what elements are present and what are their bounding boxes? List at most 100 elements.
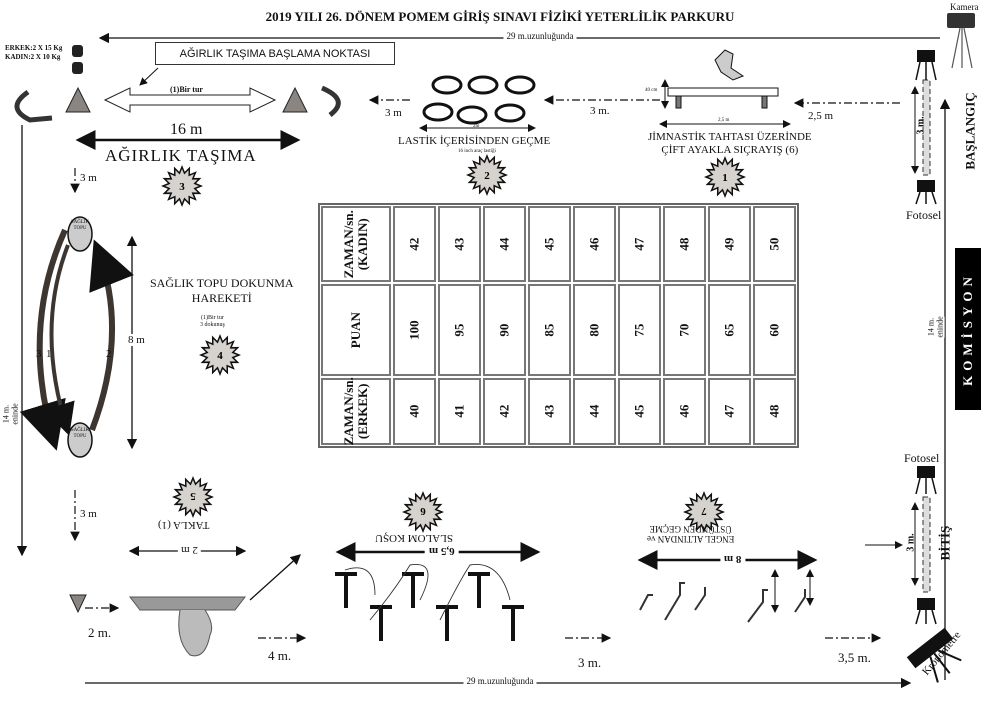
cell-value: 95	[451, 323, 467, 337]
station-number: 4	[217, 350, 223, 362]
cell-value: 75	[631, 323, 647, 337]
distance-label: 3 m.	[590, 105, 610, 117]
commission-label: KOMİSYON	[960, 272, 976, 386]
distance-label: 3 m	[385, 107, 402, 119]
camera-label: Kamera	[950, 2, 979, 12]
mat	[128, 596, 247, 611]
cone-left	[65, 86, 91, 113]
cell-value: 42	[496, 404, 512, 418]
table-cell: 42	[483, 378, 526, 445]
cell-value: 48	[676, 237, 692, 251]
obstacles	[639, 582, 806, 623]
station-7-badge: 7	[682, 490, 726, 534]
start-label: BAŞLANGIÇ	[962, 92, 978, 170]
page-title: 2019 YILI 26. DÖNEM POMEM GİRİŞ SINAVI F…	[265, 9, 735, 24]
photocell-icons	[915, 50, 937, 625]
cell-value: 80	[586, 323, 602, 337]
distance-label: 3 m	[80, 172, 97, 184]
table-cell: 70	[663, 284, 706, 376]
commission-box: KOMİSYON	[955, 248, 981, 410]
weight-women: KADIN:2 X 10 Kg	[5, 53, 61, 61]
station-number: 1	[722, 172, 728, 184]
station-4-note1: (1)Bir tur	[201, 315, 224, 321]
table-cell: 75	[618, 284, 661, 376]
medicine-ball-top	[67, 216, 93, 252]
bench-height: 40 cm	[645, 88, 658, 93]
cell-value: 43	[451, 237, 467, 251]
table-row-header: ZAMAN/sn. (ERKEK)	[321, 377, 391, 446]
slalom-posts	[335, 572, 524, 641]
cell-value: 41	[451, 404, 467, 418]
cell-value: 44	[586, 404, 602, 418]
table-cell: 100	[393, 284, 436, 376]
table-row-header: PUAN	[321, 284, 391, 376]
station-4-note2: 3 dokunuş	[200, 322, 225, 328]
cell-value: 47	[631, 237, 647, 251]
table-cell: 85	[528, 284, 571, 376]
table-cell: 46	[663, 378, 706, 445]
right-width-sub: eninde	[935, 316, 945, 338]
weight-carry-round: (1)Bir tur	[170, 85, 203, 94]
distance-label: 3 m	[80, 508, 97, 520]
table-cell: 47	[708, 378, 751, 445]
cell-value: 70	[676, 323, 692, 337]
touch-order-3: 3	[36, 348, 42, 360]
distance-16m: 16 m	[170, 121, 203, 138]
left-width-sub: eninde	[10, 403, 20, 425]
camera-icon	[947, 13, 975, 69]
cell-value: 49	[721, 237, 737, 251]
distance-label: 6,5 m	[425, 545, 459, 557]
table-cell: 45	[618, 378, 661, 445]
distance-8m: 8 m	[128, 334, 145, 346]
station-2-badge: 2	[465, 153, 509, 197]
cell-value: 48	[766, 404, 782, 418]
station-4-title: SAĞLIK TOPU DOKUNMA HAREKETİ	[150, 276, 294, 306]
finish-label: BİTİŞ	[937, 525, 953, 561]
table-row-header: ZAMAN/sn. (KADIN)	[321, 206, 391, 282]
table-cell: 50	[753, 206, 796, 282]
station-4-notes: (1)Bir tur 3 dokunuş	[200, 315, 225, 329]
table-cell: 80	[573, 284, 616, 376]
cell-value: 50	[766, 237, 782, 251]
row-header-label: ZAMAN/sn. (ERKEK)	[340, 377, 371, 446]
bench-length: 2,5 m	[718, 118, 730, 123]
table-cell: 60	[753, 284, 796, 376]
table-cell: 65	[708, 284, 751, 376]
medicine-ball-label-bottom: SAĞLIK TOPU	[70, 428, 90, 439]
cell-value: 43	[541, 404, 557, 418]
table-cell: 43	[438, 206, 481, 282]
station-3-title: AĞIRLIK TAŞIMA	[105, 146, 257, 165]
distance-label: 8 m	[720, 553, 746, 565]
station-2-title: LASTİK İÇERİSİNDEN GEÇME	[398, 135, 551, 147]
top-length-label: 29 m.uzunluğunda	[503, 31, 577, 41]
cell-value: 46	[586, 237, 602, 251]
cell-value: 40	[406, 404, 422, 418]
table-cell: 90	[483, 284, 526, 376]
station-7-title: ENGEL ALTINDAN ve ÜSTÜNDEN GEÇME	[647, 524, 734, 544]
station-number: 3	[179, 181, 185, 193]
cell-value: 44	[496, 237, 512, 251]
cell-value: 47	[721, 404, 737, 418]
station-4-title-line1: SAĞLIK TOPU DOKUNMA	[150, 276, 294, 290]
station-3-badge: 3	[160, 164, 204, 208]
distance-label: 3,5 m.	[838, 650, 871, 665]
cell-value: 65	[721, 323, 737, 337]
table-cell: 49	[708, 206, 751, 282]
photocell-label-bottom: Fotosel	[904, 451, 940, 465]
station-5-badge: 5	[171, 475, 215, 519]
left-width-value: 14 m.	[1, 404, 11, 424]
chronometer-icon	[906, 627, 962, 683]
table-cell: 44	[483, 206, 526, 282]
station-1-title-line2: ÇİFT AYAKLA SIÇRAYIŞ (6)	[661, 144, 799, 156]
table-cell: 41	[438, 378, 481, 445]
row-header-label: PUAN	[347, 311, 363, 349]
photocell-label-top: Fotosel	[906, 208, 942, 222]
station-5-title: TAKLA (1)	[158, 519, 210, 531]
gym-bench	[667, 49, 779, 109]
station-number: 7	[701, 505, 707, 517]
table-cell: 48	[753, 378, 796, 445]
station-number: 6	[420, 505, 426, 517]
table-cell: 43	[528, 378, 571, 445]
